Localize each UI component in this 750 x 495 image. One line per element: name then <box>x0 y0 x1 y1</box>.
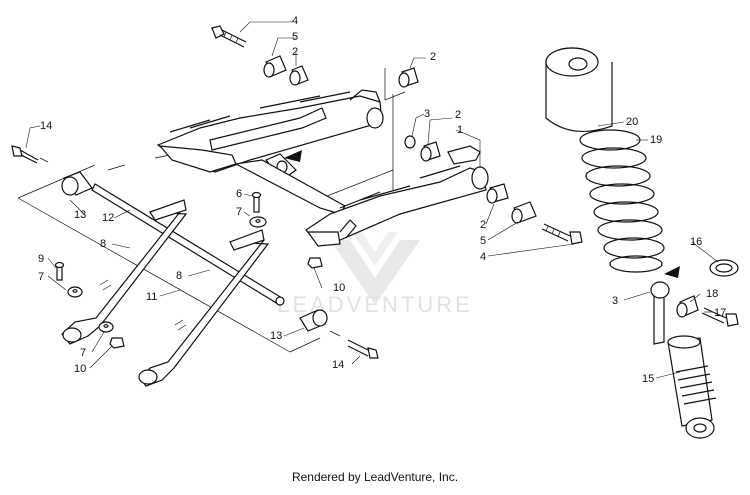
bolt-14-right <box>329 330 379 359</box>
callout-10-center: 10 <box>333 282 345 294</box>
callout-labels: 4 5 2 2 3 2 1 14 6 7 13 12 8 8 11 9 7 7 … <box>38 15 726 385</box>
callout-18: 18 <box>706 288 718 300</box>
leader-lines <box>25 21 719 379</box>
callout-5-lower-right: 5 <box>480 235 486 247</box>
washer-7-middle <box>249 216 267 228</box>
bushing-2-top <box>289 65 309 86</box>
ring-16 <box>709 259 739 277</box>
callout-13-right: 13 <box>270 330 282 342</box>
callout-13-left: 13 <box>74 209 86 221</box>
callout-17: 17 <box>714 307 726 319</box>
bolt-6 <box>251 191 262 213</box>
callout-3-shock: 3 <box>612 295 618 307</box>
bolt-4-top <box>211 25 247 48</box>
bushing-13-right <box>299 309 328 332</box>
callout-11: 11 <box>146 291 157 303</box>
callout-1: 1 <box>457 124 463 136</box>
callout-5-top: 5 <box>292 31 298 43</box>
callout-2-lower-right: 2 <box>480 219 486 231</box>
bolt-9 <box>54 261 65 281</box>
bushing-3-upper <box>404 135 416 149</box>
callout-4-top: 4 <box>292 15 298 27</box>
bushing-2-right-top <box>398 67 419 88</box>
callout-2-right-top: 2 <box>430 51 436 63</box>
sleeve-5-lower-right <box>511 201 537 224</box>
callout-2-top: 2 <box>292 46 298 58</box>
nut-10-center <box>307 257 323 269</box>
sleeve-18 <box>676 295 699 318</box>
lower-frame-arm <box>305 145 489 247</box>
bolt-4-lower-right <box>541 223 583 245</box>
callout-14-right: 14 <box>332 359 344 371</box>
callout-7-middle: 7 <box>236 206 242 218</box>
callout-8-left: 8 <box>100 238 106 250</box>
callout-19: 19 <box>650 134 662 146</box>
rear-arm-left <box>61 199 188 345</box>
cross-shaft <box>91 183 285 306</box>
nut-10-left <box>109 337 125 349</box>
bushing-2-middle <box>420 141 441 162</box>
callout-7-left-bottom: 7 <box>80 347 86 359</box>
direction-arrow-shock <box>664 266 680 278</box>
callout-6: 6 <box>236 188 242 200</box>
watermark-text: LEADVENTURE <box>277 292 473 317</box>
callout-7-left-top: 7 <box>38 271 44 283</box>
footer-credit: Rendered by LeadVenture, Inc. <box>291 470 459 484</box>
upper-frame-arm <box>156 89 384 215</box>
mounting-plane-upper <box>321 68 406 199</box>
callout-10-left: 10 <box>74 363 86 375</box>
bolt-17 <box>701 307 739 327</box>
callout-9: 9 <box>38 253 44 265</box>
callout-8-right: 8 <box>176 270 182 282</box>
sleeve-5-top <box>263 55 287 78</box>
coil-spring <box>579 129 665 273</box>
callout-2-middle: 2 <box>455 109 461 121</box>
direction-arrow-upper <box>284 150 302 162</box>
callout-15: 15 <box>642 373 654 385</box>
shock-absorber <box>650 281 717 439</box>
callout-20: 20 <box>626 116 638 128</box>
bolt-14-left <box>11 145 49 164</box>
watermark-logo: LEADVENTURE <box>277 232 473 317</box>
rear-arm-right <box>138 229 270 387</box>
washer-7-left-top <box>67 286 83 298</box>
bushing-2-lower-right <box>486 183 509 204</box>
spring-cover <box>545 47 613 132</box>
bushing-13-left <box>61 171 93 196</box>
washer-7-left-bottom <box>98 321 114 333</box>
callout-12: 12 <box>102 212 114 224</box>
callout-16: 16 <box>690 236 702 248</box>
callout-4-lower-right: 4 <box>480 251 486 263</box>
callout-3-upper: 3 <box>424 108 430 120</box>
callout-14-left: 14 <box>40 120 52 132</box>
